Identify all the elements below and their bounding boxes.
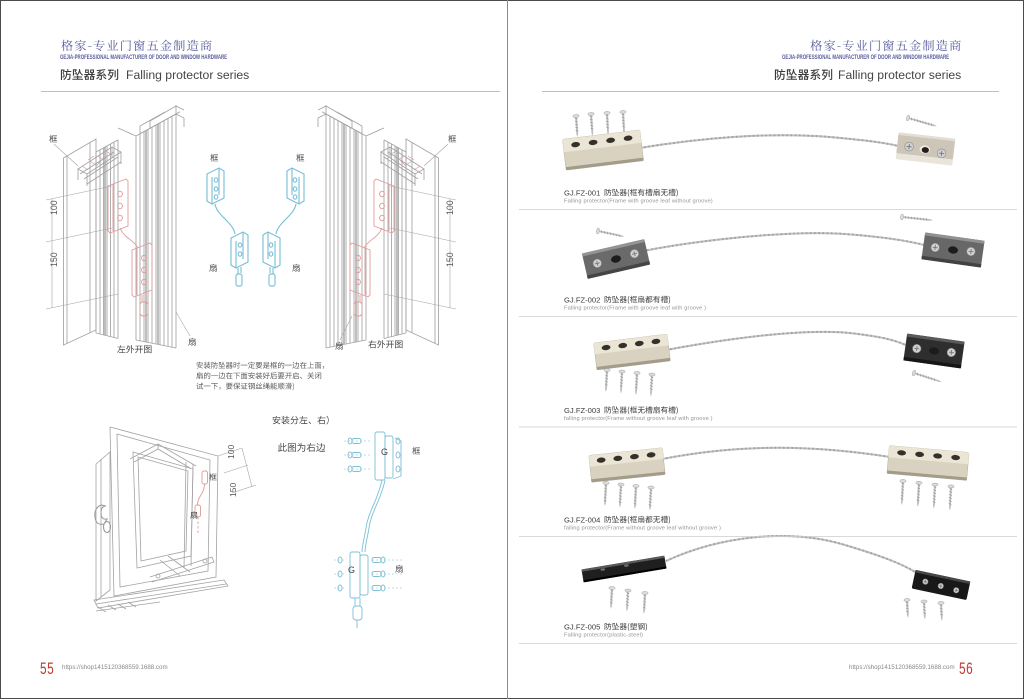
svg-text:Falling protector(Frame with g: Falling protector(Frame with groove leaf… [564,198,713,204]
svg-text:150: 150 [228,483,238,497]
svg-text:Falling protector(Frame with g: Falling protector(Frame with groove leaf… [564,305,706,311]
svg-text:G: G [381,447,388,457]
svg-text:GJ.FZ-002: GJ.FZ-002 [564,295,600,304]
svg-text:100: 100 [49,200,59,215]
svg-text:150: 150 [445,252,455,267]
svg-text:100: 100 [445,200,455,215]
svg-text:GJ.FZ-001: GJ.FZ-001 [564,188,600,197]
svg-text:falling protector(Frame withou: falling protector(Frame without groove l… [564,416,713,422]
svg-text:GJ.FZ-003: GJ.FZ-003 [564,406,600,415]
svg-text:falling protector(Frame withou: falling protector(Frame without groove l… [564,525,721,531]
svg-text:100: 100 [226,445,236,459]
svg-text:G: G [348,565,355,575]
svg-text:Falling protector(plastic-stee: Falling protector(plastic-steel) [564,632,643,638]
svg-text:GJ.FZ-005: GJ.FZ-005 [564,622,600,631]
svg-text:150: 150 [49,252,59,267]
svg-text:GJ.FZ-004: GJ.FZ-004 [564,515,600,524]
